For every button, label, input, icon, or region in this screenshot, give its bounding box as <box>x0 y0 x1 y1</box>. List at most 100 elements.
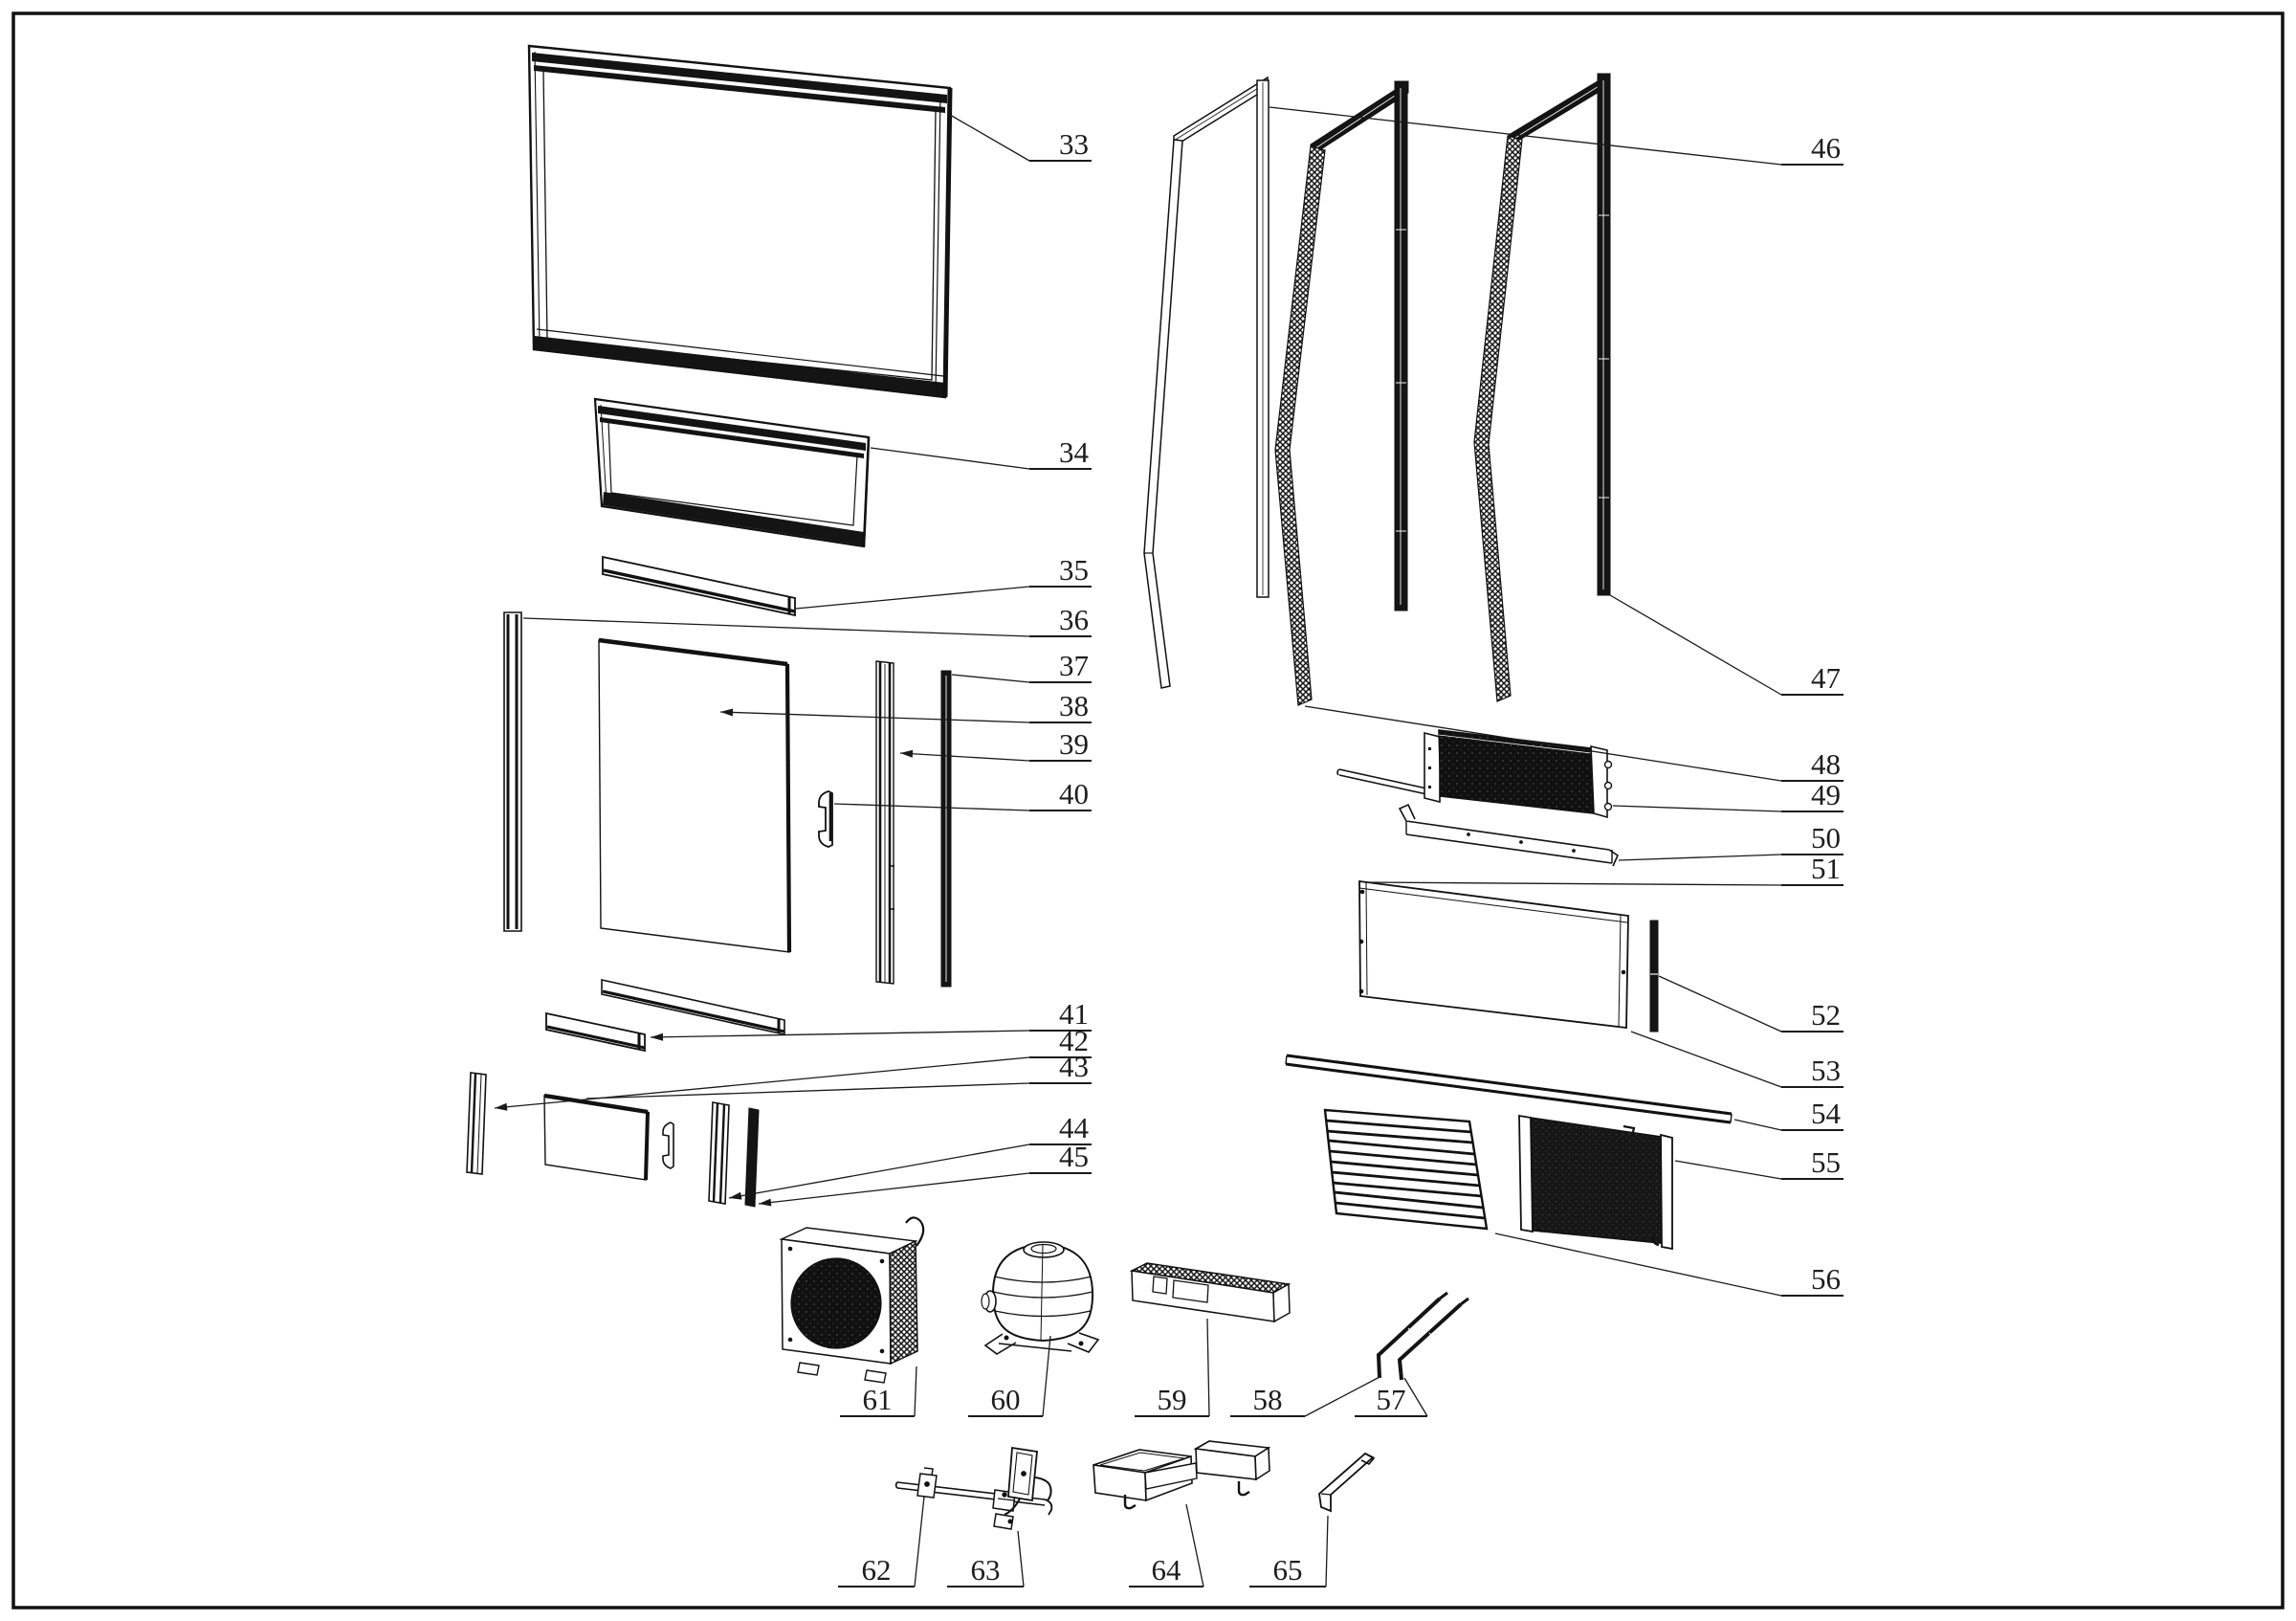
leader-line-34 <box>870 447 1030 470</box>
part-41-strip <box>545 1011 646 1053</box>
leader-line-56 <box>1494 1232 1782 1297</box>
leader-line-45 <box>758 1172 1030 1205</box>
part-48-door-frame-gasket <box>1274 80 1409 706</box>
part-51-back-panel <box>1358 879 1629 1030</box>
part-number-44: 44 <box>1059 1111 1090 1144</box>
leader-arrowhead-38 <box>720 708 734 717</box>
part-64-drain-tray <box>1093 1440 1271 1510</box>
leader-line-49 <box>1612 805 1782 812</box>
part-43-panel <box>543 1093 650 1181</box>
part-37-vertical-strip <box>940 670 952 988</box>
leader-line-53 <box>1630 1031 1782 1088</box>
part-number-62: 62 <box>862 1553 892 1587</box>
part-56-louver-grille <box>1323 1108 1489 1231</box>
part-42-strip <box>466 1072 487 1175</box>
leader-line-46 <box>1269 106 1782 166</box>
part-number-36: 36 <box>1059 603 1089 636</box>
part-50-rail <box>1398 803 1620 867</box>
leader-arrowhead-41 <box>651 1033 664 1041</box>
leader-line-50 <box>1618 854 1782 861</box>
leader-arrowhead-45 <box>759 1198 772 1207</box>
door-bottom-trim <box>601 979 785 1035</box>
part-44-strip <box>708 1101 730 1205</box>
leader-line-52 <box>1658 975 1782 1033</box>
leader-line-58 <box>1304 1375 1382 1417</box>
part-number-65: 65 <box>1273 1553 1303 1587</box>
part-number-33: 33 <box>1059 127 1089 161</box>
leader-arrowhead-44 <box>729 1191 742 1200</box>
part-number-54: 54 <box>1811 1097 1842 1130</box>
part-60-compressor <box>981 1241 1100 1355</box>
leader-line-61 <box>914 1366 917 1417</box>
part-number-51: 51 <box>1811 852 1841 885</box>
part-54-long-strip <box>1285 1054 1733 1124</box>
leader-line-63 <box>1017 1530 1025 1588</box>
part-35-trim-strip <box>602 555 796 617</box>
small-bracket <box>662 1121 674 1169</box>
part-45-strip <box>744 1107 760 1208</box>
part-number-64: 64 <box>1152 1553 1182 1587</box>
part-63-pipe-bracket <box>993 1446 1052 1530</box>
part-55-mesh-filter <box>1518 1114 1673 1251</box>
leader-line-60 <box>1042 1335 1051 1417</box>
leader-line-57 <box>1403 1377 1428 1417</box>
leader-line-44 <box>728 1144 1030 1199</box>
part-number-labels: 3334353637383940414243444546474849505152… <box>494 106 1843 1588</box>
part-39-vertical-strip <box>875 660 894 985</box>
leader-line-38 <box>719 711 1030 723</box>
leader-line-47 <box>1609 594 1782 696</box>
part-number-47: 47 <box>1811 661 1841 695</box>
leader-line-35 <box>795 586 1030 610</box>
part-46-white-frame <box>1143 76 1269 689</box>
part-number-57: 57 <box>1377 1383 1406 1416</box>
part-number-56: 56 <box>1811 1262 1841 1296</box>
part-52-strip <box>1649 920 1659 1033</box>
part-number-49: 49 <box>1811 778 1841 811</box>
part-34-display-frame <box>593 397 871 548</box>
part-number-35: 35 <box>1059 553 1089 587</box>
part-number-39: 39 <box>1059 727 1089 761</box>
leader-line-65 <box>1325 1515 1329 1588</box>
part-number-52: 52 <box>1811 998 1841 1032</box>
leader-line-33 <box>949 114 1030 162</box>
leader-line-36 <box>522 617 1030 637</box>
part-number-34: 34 <box>1059 435 1090 469</box>
part-number-42: 42 <box>1059 1024 1089 1057</box>
part-number-43: 43 <box>1059 1050 1089 1083</box>
leader-line-41 <box>650 1030 1030 1038</box>
part-number-48: 48 <box>1811 747 1841 781</box>
part-number-40: 40 <box>1059 777 1089 810</box>
part-61-fan-unit <box>779 1216 925 1384</box>
page-border <box>11 11 2285 1610</box>
part-number-58: 58 <box>1253 1383 1283 1416</box>
part-number-59: 59 <box>1158 1383 1187 1416</box>
part-58-hinge-rod <box>1376 1291 1448 1379</box>
part-49-condenser <box>1336 729 1613 819</box>
part-59-control-panel <box>1129 1262 1292 1323</box>
part-47-door-frame-gasket <box>1473 73 1611 702</box>
leader-arrowhead-42 <box>495 1102 508 1111</box>
part-number-45: 45 <box>1059 1140 1089 1173</box>
leader-line-51 <box>1363 881 1782 886</box>
leader-line-43 <box>585 1082 1030 1099</box>
part-number-53: 53 <box>1811 1054 1841 1087</box>
leader-line-62 <box>914 1496 925 1588</box>
part-number-38: 38 <box>1059 689 1089 722</box>
part-number-60: 60 <box>991 1383 1021 1416</box>
leader-line-54 <box>1733 1119 1782 1131</box>
leader-line-64 <box>1185 1503 1204 1588</box>
part-number-46: 46 <box>1811 131 1841 165</box>
part-number-55: 55 <box>1811 1145 1841 1179</box>
leader-line-37 <box>951 674 1030 683</box>
leader-line-59 <box>1206 1318 1210 1417</box>
part-36-side-strip <box>503 611 522 932</box>
part-40-handle <box>818 790 833 848</box>
leader-line-48 <box>1304 705 1782 782</box>
part-38-glass-panel <box>598 637 792 953</box>
part-65-angle-bracket <box>1318 1452 1376 1513</box>
part-number-41: 41 <box>1059 997 1089 1031</box>
leader-line-55 <box>1674 1160 1782 1180</box>
leader-arrowhead-39 <box>900 749 914 758</box>
